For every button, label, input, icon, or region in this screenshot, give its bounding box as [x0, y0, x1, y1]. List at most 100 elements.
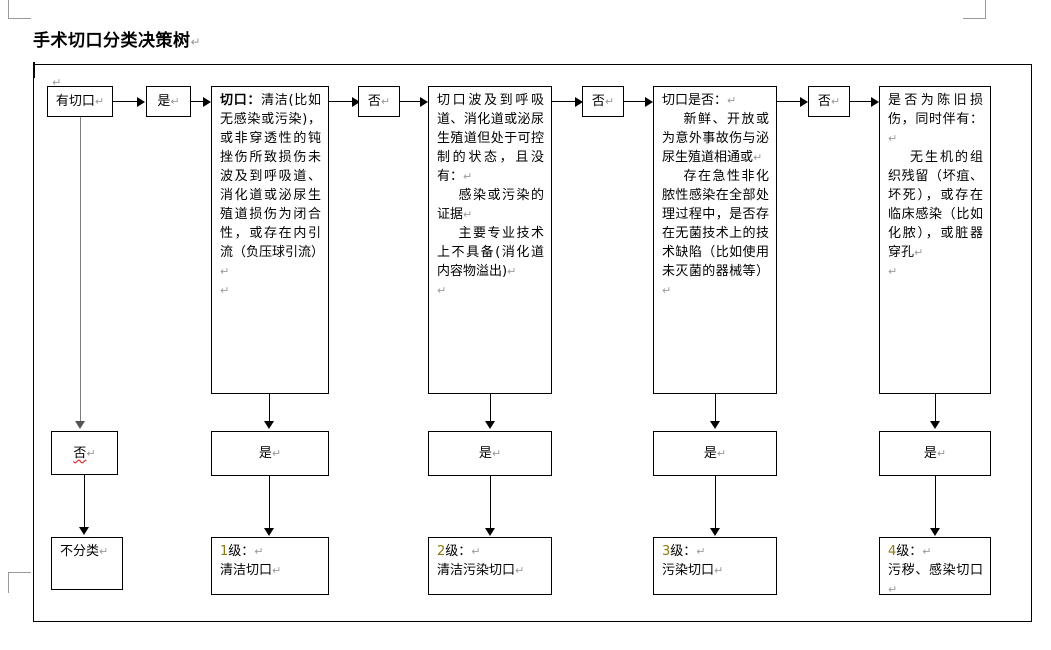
- arrow-down-icon: [485, 421, 495, 429]
- paragraph-mark: ↵: [170, 95, 180, 108]
- arrow-right-icon: [645, 97, 653, 107]
- paragraph-mark: ↵: [914, 246, 924, 259]
- result-2-grade-suffix: 级：: [445, 544, 472, 559]
- connector-line: [552, 101, 578, 102]
- paragraph-mark: ↵: [86, 446, 96, 460]
- connector-box-no-2[interactable]: 否↵: [582, 86, 624, 117]
- paragraph-mark-extra: ↵: [220, 284, 230, 297]
- decision-4-line1: 是否为陈旧损伤，同时伴有：: [888, 93, 983, 127]
- result-4-grade-number: 4: [888, 544, 897, 559]
- result-box-grade-2[interactable]: 2级：↵ 清洁污染切口↵: [428, 537, 552, 595]
- arrow-right-icon: [352, 97, 360, 107]
- decision-1-colon: ：: [247, 93, 262, 108]
- page-title-text: 手术切口分类决策树: [33, 31, 191, 51]
- branch-box-yes-2[interactable]: 是↵: [428, 431, 552, 476]
- paragraph-mark: ↵: [271, 447, 282, 460]
- connector-box-no-3[interactable]: 否↵: [808, 86, 850, 117]
- result-box-grade-1[interactable]: 1级：↵ 清洁切口↵: [211, 537, 329, 595]
- arrow-down-icon: [485, 528, 495, 536]
- connector-line: [113, 101, 139, 102]
- paragraph-mark: ↵: [714, 564, 724, 577]
- result-box-unclassified[interactable]: 不分类↵: [51, 537, 123, 590]
- arrow-right-icon: [871, 97, 879, 107]
- paragraph-mark: ↵: [491, 447, 502, 460]
- paragraph-mark: ↵: [380, 95, 391, 108]
- branch-box-yes-4[interactable]: 是↵: [879, 431, 991, 476]
- paragraph-mark: ↵: [471, 545, 481, 558]
- branch-box-yes-1[interactable]: 是↵: [211, 431, 329, 476]
- paragraph-mark: ↵: [254, 545, 264, 558]
- decision-box-4[interactable]: 是否为陈旧损伤，同时伴有：↵ 无生机的组织残留（坏疽、坏死），或存在临床感染（比…: [879, 86, 991, 394]
- paragraph-mark-extra: ↵: [437, 284, 447, 297]
- decision-3-line3: 存在急性非化脓性感染在全部处理过程中，是否存在无菌技术上的技术缺陷（比如使用未灭…: [662, 169, 769, 279]
- paragraph-mark: ↵: [272, 564, 282, 577]
- paragraph-mark: ↵: [220, 265, 230, 278]
- connector-box-yes[interactable]: 是↵: [146, 86, 191, 117]
- branch-yes-4-label: 是: [923, 446, 937, 461]
- branch-yes-2-label: 是: [478, 446, 492, 461]
- connector-line-vertical: [84, 475, 85, 529]
- paragraph-mark: ↵: [716, 447, 727, 460]
- paragraph-mark: ↵: [696, 545, 706, 558]
- connector-no-3-label: 否: [817, 94, 831, 109]
- connector-box-no-1[interactable]: 否↵: [358, 86, 400, 117]
- paragraph-mark: ↵: [190, 35, 202, 49]
- decision-box-1[interactable]: 切口：清洁(比如无感染或污染)，或非穿透性的钝挫伤所致损伤未波及到呼吸道、消化道…: [211, 86, 329, 394]
- branch-yes-3-label: 是: [703, 446, 717, 461]
- arrow-down-icon: [710, 528, 720, 536]
- arrow-down-icon: [930, 528, 940, 536]
- arrow-down-icon: [75, 421, 85, 429]
- page-margin-mark-top-left: [8, 0, 31, 19]
- connector-yes-label: 是: [157, 94, 171, 109]
- page-title: 手术切口分类决策树↵: [33, 26, 201, 51]
- paragraph-mark: ↵: [662, 284, 672, 297]
- connector-line-vertical: [80, 117, 81, 423]
- decision-box-2[interactable]: 切口波及到呼吸道、消化道或泌尿生殖道但处于可控制的状态，且没有：↵ 感染或污染的…: [428, 86, 552, 394]
- connector-no-2-label: 否: [591, 94, 605, 109]
- page-margin-mark-bottom-left: [8, 572, 31, 593]
- start-box-has-incision[interactable]: 有切口↵: [47, 86, 113, 117]
- arrow-down-icon: [710, 421, 720, 429]
- frame-paragraph-mark: ↵: [52, 76, 62, 89]
- paragraph-mark: ↵: [99, 545, 109, 558]
- paragraph-mark: ↵: [922, 545, 932, 558]
- paragraph-mark: ↵: [888, 132, 898, 145]
- result-2-grade-number: 2: [437, 544, 446, 559]
- decision-1-body: 清洁(比如无感染或污染)，或非穿透性的钝挫伤所致损伤未波及到呼吸道、消化道或泌尿…: [220, 93, 325, 260]
- result-1-name: 清洁切口: [220, 563, 273, 578]
- arrow-down-icon: [930, 421, 940, 429]
- result-box-grade-3[interactable]: 3级：↵ 污染切口↵: [653, 537, 777, 595]
- connector-line-vertical: [715, 394, 716, 424]
- connector-line-vertical: [269, 394, 270, 424]
- result-1-grade-number: 1: [220, 544, 229, 559]
- connector-no-1-label: 否: [367, 94, 381, 109]
- connector-line-vertical: [715, 476, 716, 530]
- page-margin-mark-top-right: [963, 0, 986, 19]
- connector-line: [850, 101, 876, 102]
- diagram-frame: [33, 64, 1032, 622]
- branch-box-yes-3[interactable]: 是↵: [653, 431, 777, 476]
- result-3-grade-suffix: 级：: [670, 544, 697, 559]
- connector-line-vertical: [269, 476, 270, 530]
- result-4-name: 污秽、感染切口: [888, 563, 983, 578]
- connector-line: [400, 101, 424, 102]
- paragraph-mark: ↵: [604, 95, 615, 108]
- result-2-name: 清洁污染切口: [437, 563, 516, 578]
- decision-3-line1: 切口是否：: [662, 93, 728, 108]
- decision-box-3[interactable]: 切口是否：↵ 新鲜、开放或为意外事故伤与泌尿生殖道相通或↵ 存在急性非化脓性感染…: [653, 86, 777, 394]
- arrow-down-icon: [264, 528, 274, 536]
- connector-line: [777, 101, 803, 102]
- paragraph-mark: ↵: [507, 265, 517, 278]
- connector-line-vertical: [490, 476, 491, 530]
- connector-line-vertical: [935, 394, 936, 424]
- paragraph-mark: ↵: [463, 170, 473, 183]
- result-0-label: 不分类: [60, 544, 100, 559]
- paragraph-mark: ↵: [727, 94, 737, 107]
- decision-2-line1: 切口波及到呼吸道、消化道或泌尿生殖道但处于可控制的状态，且没有：: [437, 93, 544, 184]
- result-box-grade-4[interactable]: 4级：↵ 污秽、感染切口↵: [879, 537, 991, 596]
- connector-line: [191, 101, 208, 102]
- branch-box-no[interactable]: 否↵: [51, 431, 118, 475]
- branch-no-label: 否: [73, 445, 87, 461]
- paragraph-mark: ↵: [753, 151, 763, 164]
